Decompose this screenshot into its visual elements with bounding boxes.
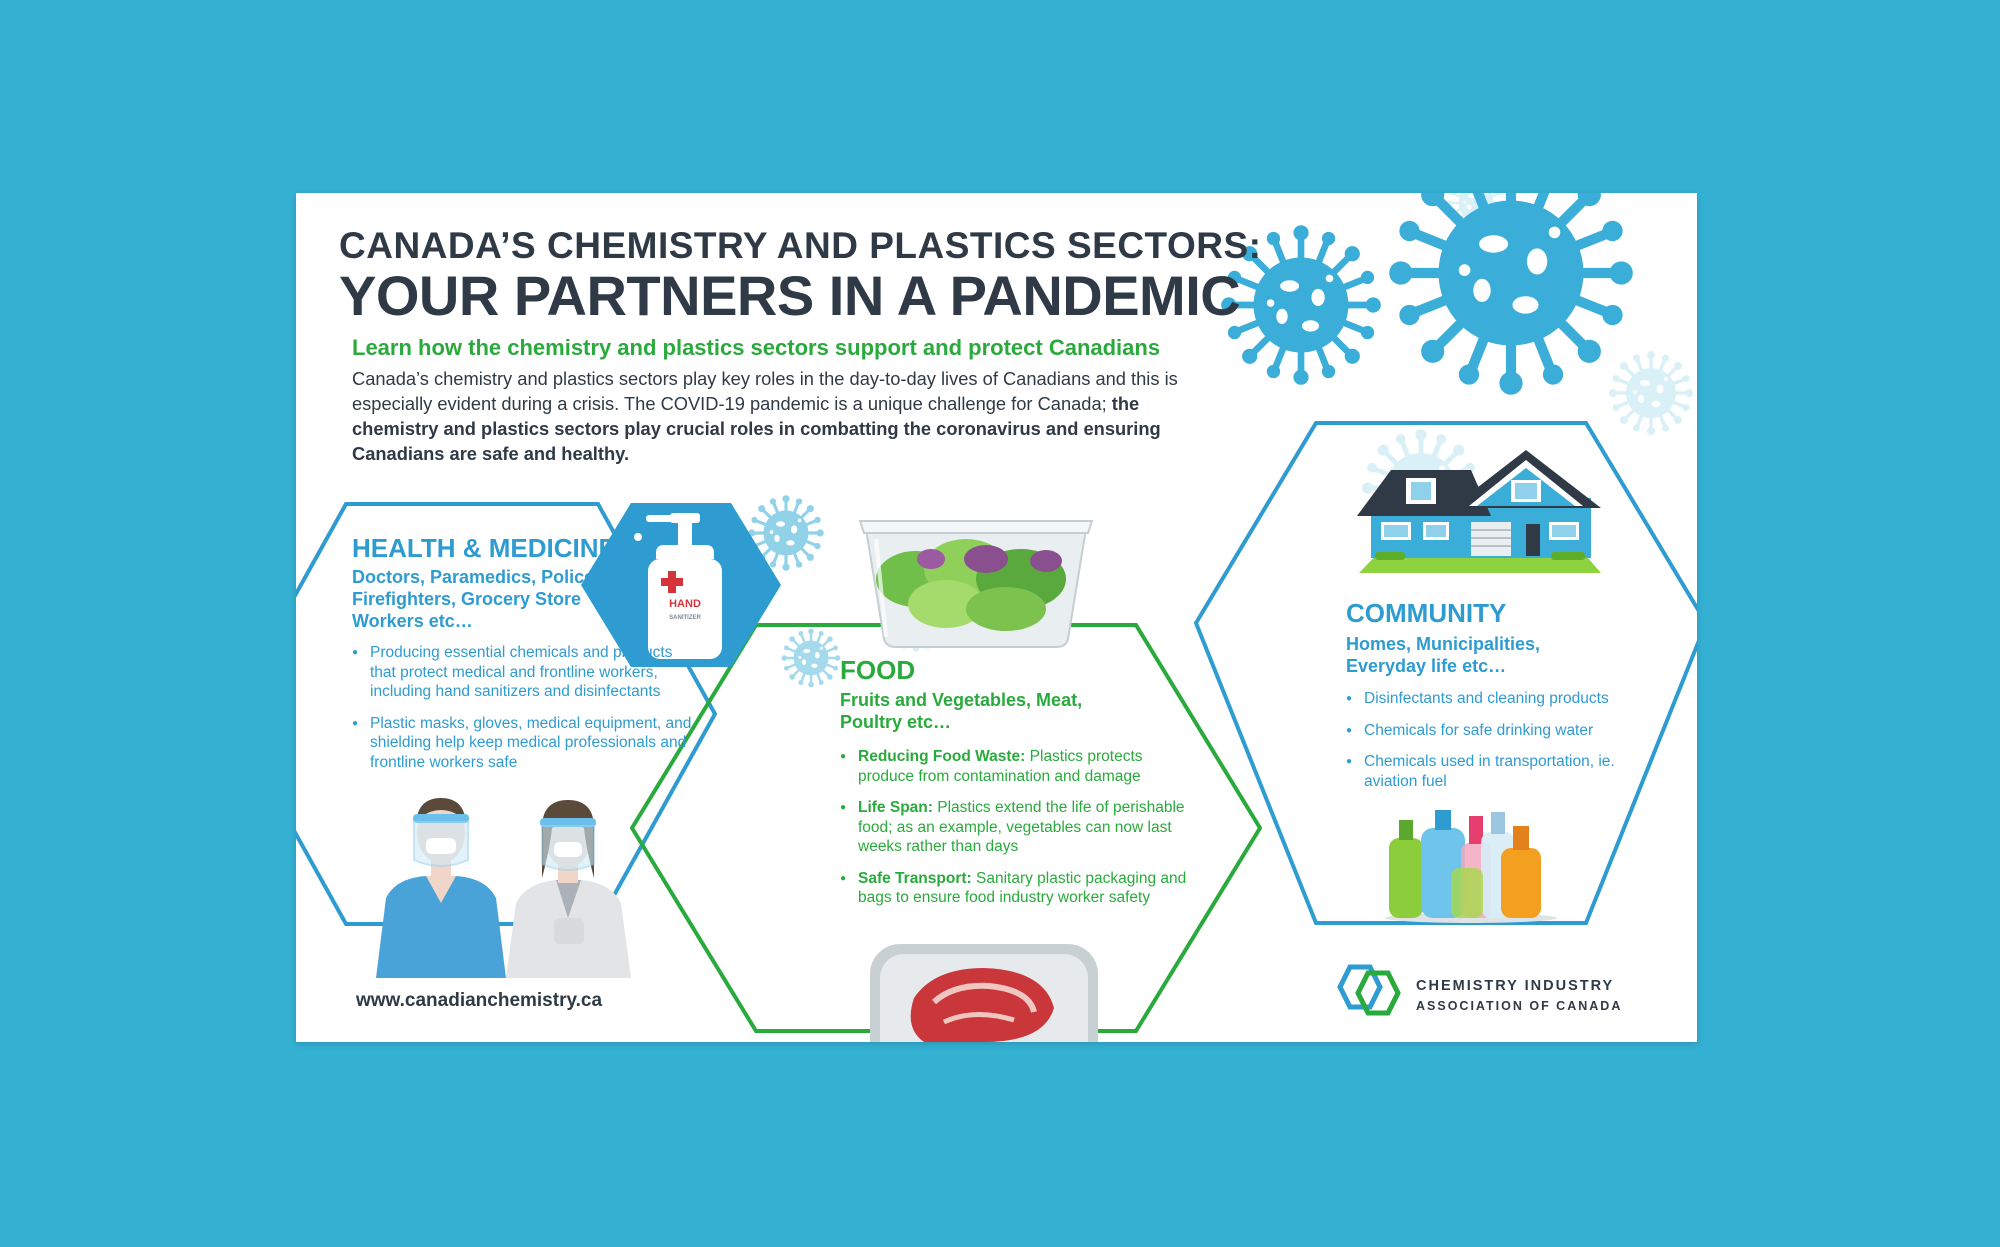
bullet-text: Plastics protects produce from contamina… [858, 748, 1143, 785]
health-title: HEALTH & MEDICINE [352, 533, 616, 563]
infographic-card: CANADA’S CHEMISTRY AND PLASTICS SECTORS:… [296, 193, 1697, 1042]
community-bullets: Disinfectants and cleaning products Chem… [1346, 689, 1636, 803]
list-item: Disinfectants and cleaning products [1346, 689, 1636, 709]
list-item: Plastic masks, gloves, medical equipment… [352, 714, 692, 773]
cic-logo-text: CHEMISTRY INDUSTRY ASSOCIATION OF CANADA [1416, 976, 1622, 1016]
bullet-label: Life Span: [858, 799, 933, 816]
hand-sanitizer-icon: HAND SANITIZER [634, 513, 722, 659]
website-link[interactable]: www.canadianchemistry.ca [356, 990, 603, 1011]
food-bullets: Reducing Food Waste: Plastics protects p… [840, 747, 1200, 920]
bullet-label: Safe Transport: [858, 869, 972, 887]
subtitle: Learn how the chemistry and plastics sec… [352, 335, 1161, 360]
list-item: Chemicals for safe drinking water [1346, 721, 1636, 741]
food-hexagon [629, 623, 1263, 1033]
health-subtitle: Doctors, Paramedics, Police, Firefighter… [352, 567, 600, 631]
sanitizer-sublabel: SANITIZER [669, 615, 701, 621]
intro-paragraph: Canada’s chemistry and plastics sectors … [352, 366, 1212, 466]
logo-line-2: ASSOCIATION OF CANADA [1416, 999, 1623, 1013]
list-item: Reducing Food Waste: Plastics protects p… [840, 747, 1200, 786]
house-icon [1357, 450, 1601, 573]
frontline-workers-icon [376, 798, 631, 978]
list-item: Safe Transport: Sanitary plastic packagi… [840, 869, 1200, 908]
intro-regular: Canada’s chemistry and plastics sectors … [352, 368, 1178, 414]
sanitizer-label: HAND [669, 598, 701, 610]
title-line-1: CANADA’S CHEMISTRY AND PLASTICS SECTORS: [339, 225, 1262, 266]
intro-bold: the chemistry and plastics sectors play … [352, 393, 1161, 464]
cic-logo-icon [1337, 964, 1401, 1016]
salad-container-icon [858, 520, 1094, 648]
cleaning-bottles-icon [1385, 810, 1557, 923]
logo-line-1: CHEMISTRY INDUSTRY [1416, 978, 1615, 994]
meat-package-icon [870, 944, 1098, 1042]
community-title: COMMUNITY [1346, 598, 1507, 628]
food-title: FOOD [840, 655, 916, 685]
list-item: Life Span: Plastics extend the life of p… [840, 798, 1200, 857]
list-item: Producing essential chemicals and produc… [352, 643, 692, 702]
community-subtitle: Homes, Municipalities, Everyday life etc… [1346, 634, 1541, 676]
food-subtitle: Fruits and Vegetables, Meat, Poultry etc… [840, 690, 1083, 732]
bullet-text: Plastics extend the life of perishable f… [858, 799, 1185, 855]
health-bullets: Producing essential chemicals and produc… [352, 643, 692, 784]
title-line-2: YOUR PARTNERS IN A PANDEMIC [339, 264, 1241, 327]
bullet-label: Reducing Food Waste: [858, 748, 1026, 765]
community-hexagon [1193, 421, 1697, 925]
bullet-text: Sanitary plastic packaging and bags to e… [858, 869, 1187, 907]
list-item: Chemicals used in transportation, ie. av… [1346, 752, 1636, 791]
